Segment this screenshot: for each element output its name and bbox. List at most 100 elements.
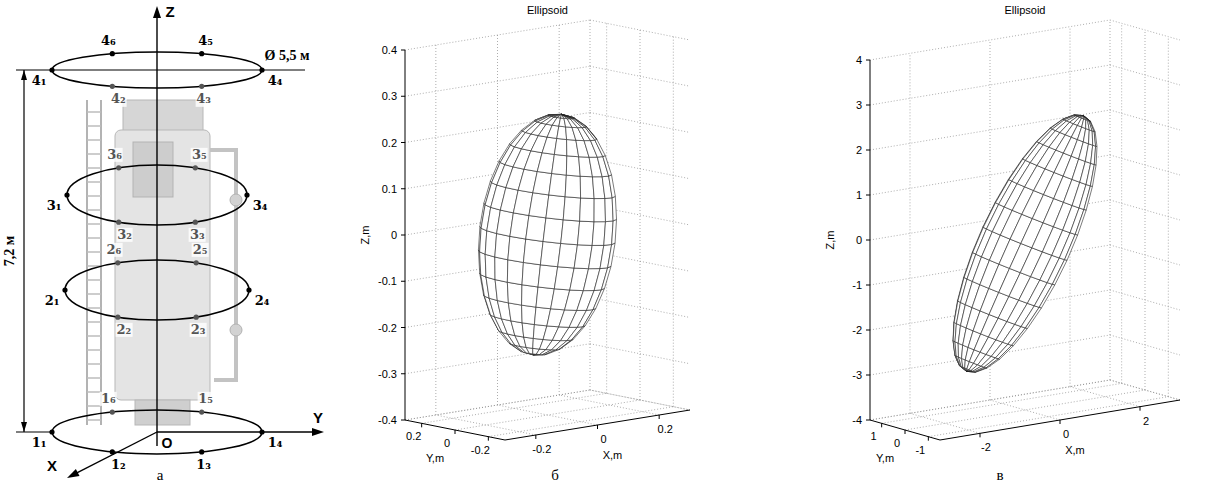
point-label: 1₆ [100,392,117,406]
grid-line [870,380,1110,420]
arrow-head [21,422,27,432]
arrow-head [21,70,27,80]
tick-label: 4 [856,54,862,66]
tick-mark [455,430,456,434]
measurement-point [199,409,204,414]
tick-mark [866,285,870,286]
mesh-face [586,126,597,139]
extension-line [16,431,52,432]
tick-label: -0.2 [378,321,397,333]
tick-label: 3 [856,99,862,111]
mesh-face [1082,119,1086,129]
point-label: 1₅ [197,392,214,406]
measurement-point [193,165,198,170]
boiler-base [135,400,190,425]
mesh-face [1012,328,1028,346]
plot-title: Ellipsoid [1005,4,1046,16]
mesh-face [562,114,574,118]
tick-label: -1 [852,279,862,291]
point-label: 3₁ [46,199,63,213]
point-label: 4₃ [195,92,212,106]
tick-mark [401,420,405,421]
tick-mark [421,423,422,427]
panel-letter: б [551,467,559,484]
tick-mark [866,195,870,196]
tick-mark [928,437,929,441]
tick-label: 0 [444,437,450,449]
valve [230,194,242,206]
measurement-point [116,220,121,225]
grid-line [882,383,1122,423]
tick-mark [905,430,906,434]
grid-line [488,407,673,437]
tick-label: 0 [856,234,862,246]
grid-line [870,335,1110,375]
grid-line [436,415,536,435]
axis-letter: Z [165,4,174,21]
tick-label: -1 [915,444,925,456]
mesh-face [565,175,580,198]
tick-label: 0.1 [382,183,397,195]
grid-line [405,344,590,374]
tick-mark [659,415,660,419]
mesh-face [522,262,540,287]
axis-title: X,m [603,449,623,461]
mesh-face [603,156,612,177]
mesh-face [561,220,580,245]
mesh-face [571,326,585,341]
measurement-point [115,315,120,320]
grid-line [405,113,590,143]
measurement-point [110,409,115,414]
point-label: 4₆ [100,34,117,48]
grid-line [422,393,607,423]
boiler-picture [87,100,242,425]
tick-label: 2 [856,144,862,156]
mesh-face [608,243,615,268]
point-label: 3₅ [191,148,208,162]
mesh-face [594,199,605,222]
point-label: 4₅ [197,34,214,48]
grid-line [590,113,690,133]
grid-line [405,66,590,96]
tick-label: -0.1 [378,275,397,287]
measurement-point [110,449,115,454]
mesh-face [557,126,567,139]
point-label: 2₂ [115,323,132,337]
axis-title: Y,m [876,452,894,464]
grid-line [1110,65,1180,85]
grid-line [905,390,1145,430]
mesh-face [1083,116,1090,122]
grid-line [1110,290,1180,310]
grid-line [1110,20,1180,40]
measurement-point [194,260,199,265]
mesh-face [543,218,563,244]
mesh-face [485,254,495,279]
mesh-face [1079,116,1083,118]
panel-letter: а [157,467,164,484]
boiler-body [115,130,210,400]
grid-line [405,20,590,50]
mesh-face [507,260,523,285]
mesh-face [522,305,536,324]
grid-line [590,20,690,40]
tick-label: -4 [852,414,862,426]
axis-line [940,400,1180,440]
measurement-point [64,192,69,197]
generated-drawing [16,6,1180,478]
mesh-face [1089,121,1094,132]
grid-line [1110,200,1180,220]
measurement-point [199,84,204,89]
tick-label: 0 [1063,428,1069,440]
mesh-face [563,197,580,221]
arrow-head [312,428,324,436]
mesh-face [1083,116,1090,122]
arrow-head [153,6,161,18]
dimension-line [23,70,24,432]
tick-mark [535,435,536,439]
measurement-point [116,165,121,170]
tick-label: 1 [856,189,862,201]
grid-line [870,380,1110,420]
grid-line [1110,335,1180,355]
ellipsoid-mesh [953,115,1097,372]
